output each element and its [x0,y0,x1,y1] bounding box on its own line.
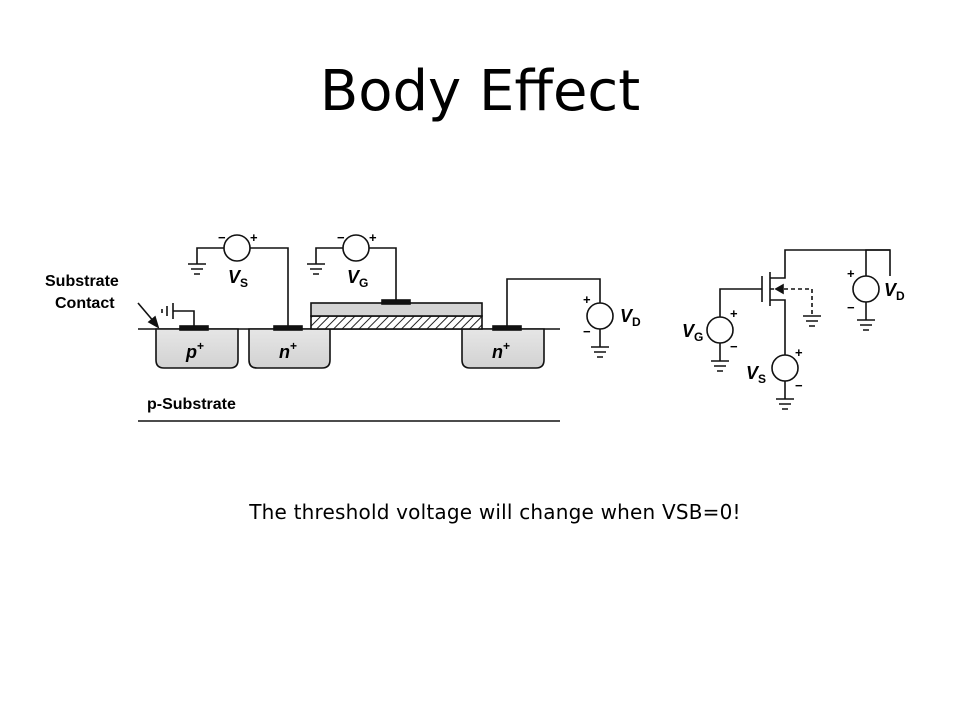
gate-oxide [310,315,483,330]
source-contact-pad [273,325,303,331]
schematic-labels: VD + − VG + − VS + − [682,266,905,393]
schematic-vs-source [771,354,799,410]
vs-source [188,234,289,326]
body-terminal-dashed [770,288,813,316]
n-plus-source-label: n+ [279,339,297,362]
vs-plus-sign: + [250,230,258,245]
substrate-contact-label-line1: Substrate [45,273,119,290]
slide-title: Body Effect [319,59,641,124]
vd-plus-sign: + [583,292,591,307]
schematic-vd-plus: + [847,266,855,281]
p-plus-well [155,328,239,369]
schematic-vg-minus: − [730,339,738,354]
drain-contact-pad [492,325,522,331]
vd-label: VD [620,306,641,329]
cross-section-labels: Substrate Contact p+ n+ n+ p-Substrate V… [45,230,641,413]
vs-minus-sign: − [218,230,226,245]
body-effect-figure: Substrate Contact p+ n+ n+ p-Substrate V… [45,230,905,422]
mosfet-schematic [706,249,891,410]
schematic-vg-source [706,316,734,372]
body-contact-pad [179,325,209,331]
schematic-vs-minus: − [795,378,803,393]
p-plus-label: p+ [185,339,204,362]
n-plus-drain-well [461,328,545,369]
schematic-vd-source [852,249,890,331]
substrate-ground-symbol [161,303,195,326]
n-plus-drain-label: n+ [492,339,510,362]
gate-contact-pad [381,299,411,305]
poly-gate [310,302,483,317]
cross-section [137,234,614,422]
substrate-contact-label-line2: Contact [55,295,115,312]
vg-minus-sign: − [337,230,345,245]
vd-source [506,278,614,358]
vd-minus-sign: − [583,324,591,339]
schematic-vd-label: VD [884,280,905,303]
vg-plus-sign: + [369,230,377,245]
n-plus-source-well [248,328,331,369]
schematic-vs-label: VS [746,363,766,386]
p-substrate-label: p-Substrate [147,396,236,413]
caption: The threshold voltage will change when V… [249,500,741,524]
schematic-vs-plus: + [795,345,803,360]
vg-label: VG [347,267,368,290]
schematic-vg-plus: + [730,306,738,321]
substrate-arrow-head [147,315,160,329]
vg-source [307,234,397,300]
vs-label: VS [228,267,248,290]
schematic-vg-label: VG [682,321,703,344]
schematic-vd-minus: − [847,300,855,315]
